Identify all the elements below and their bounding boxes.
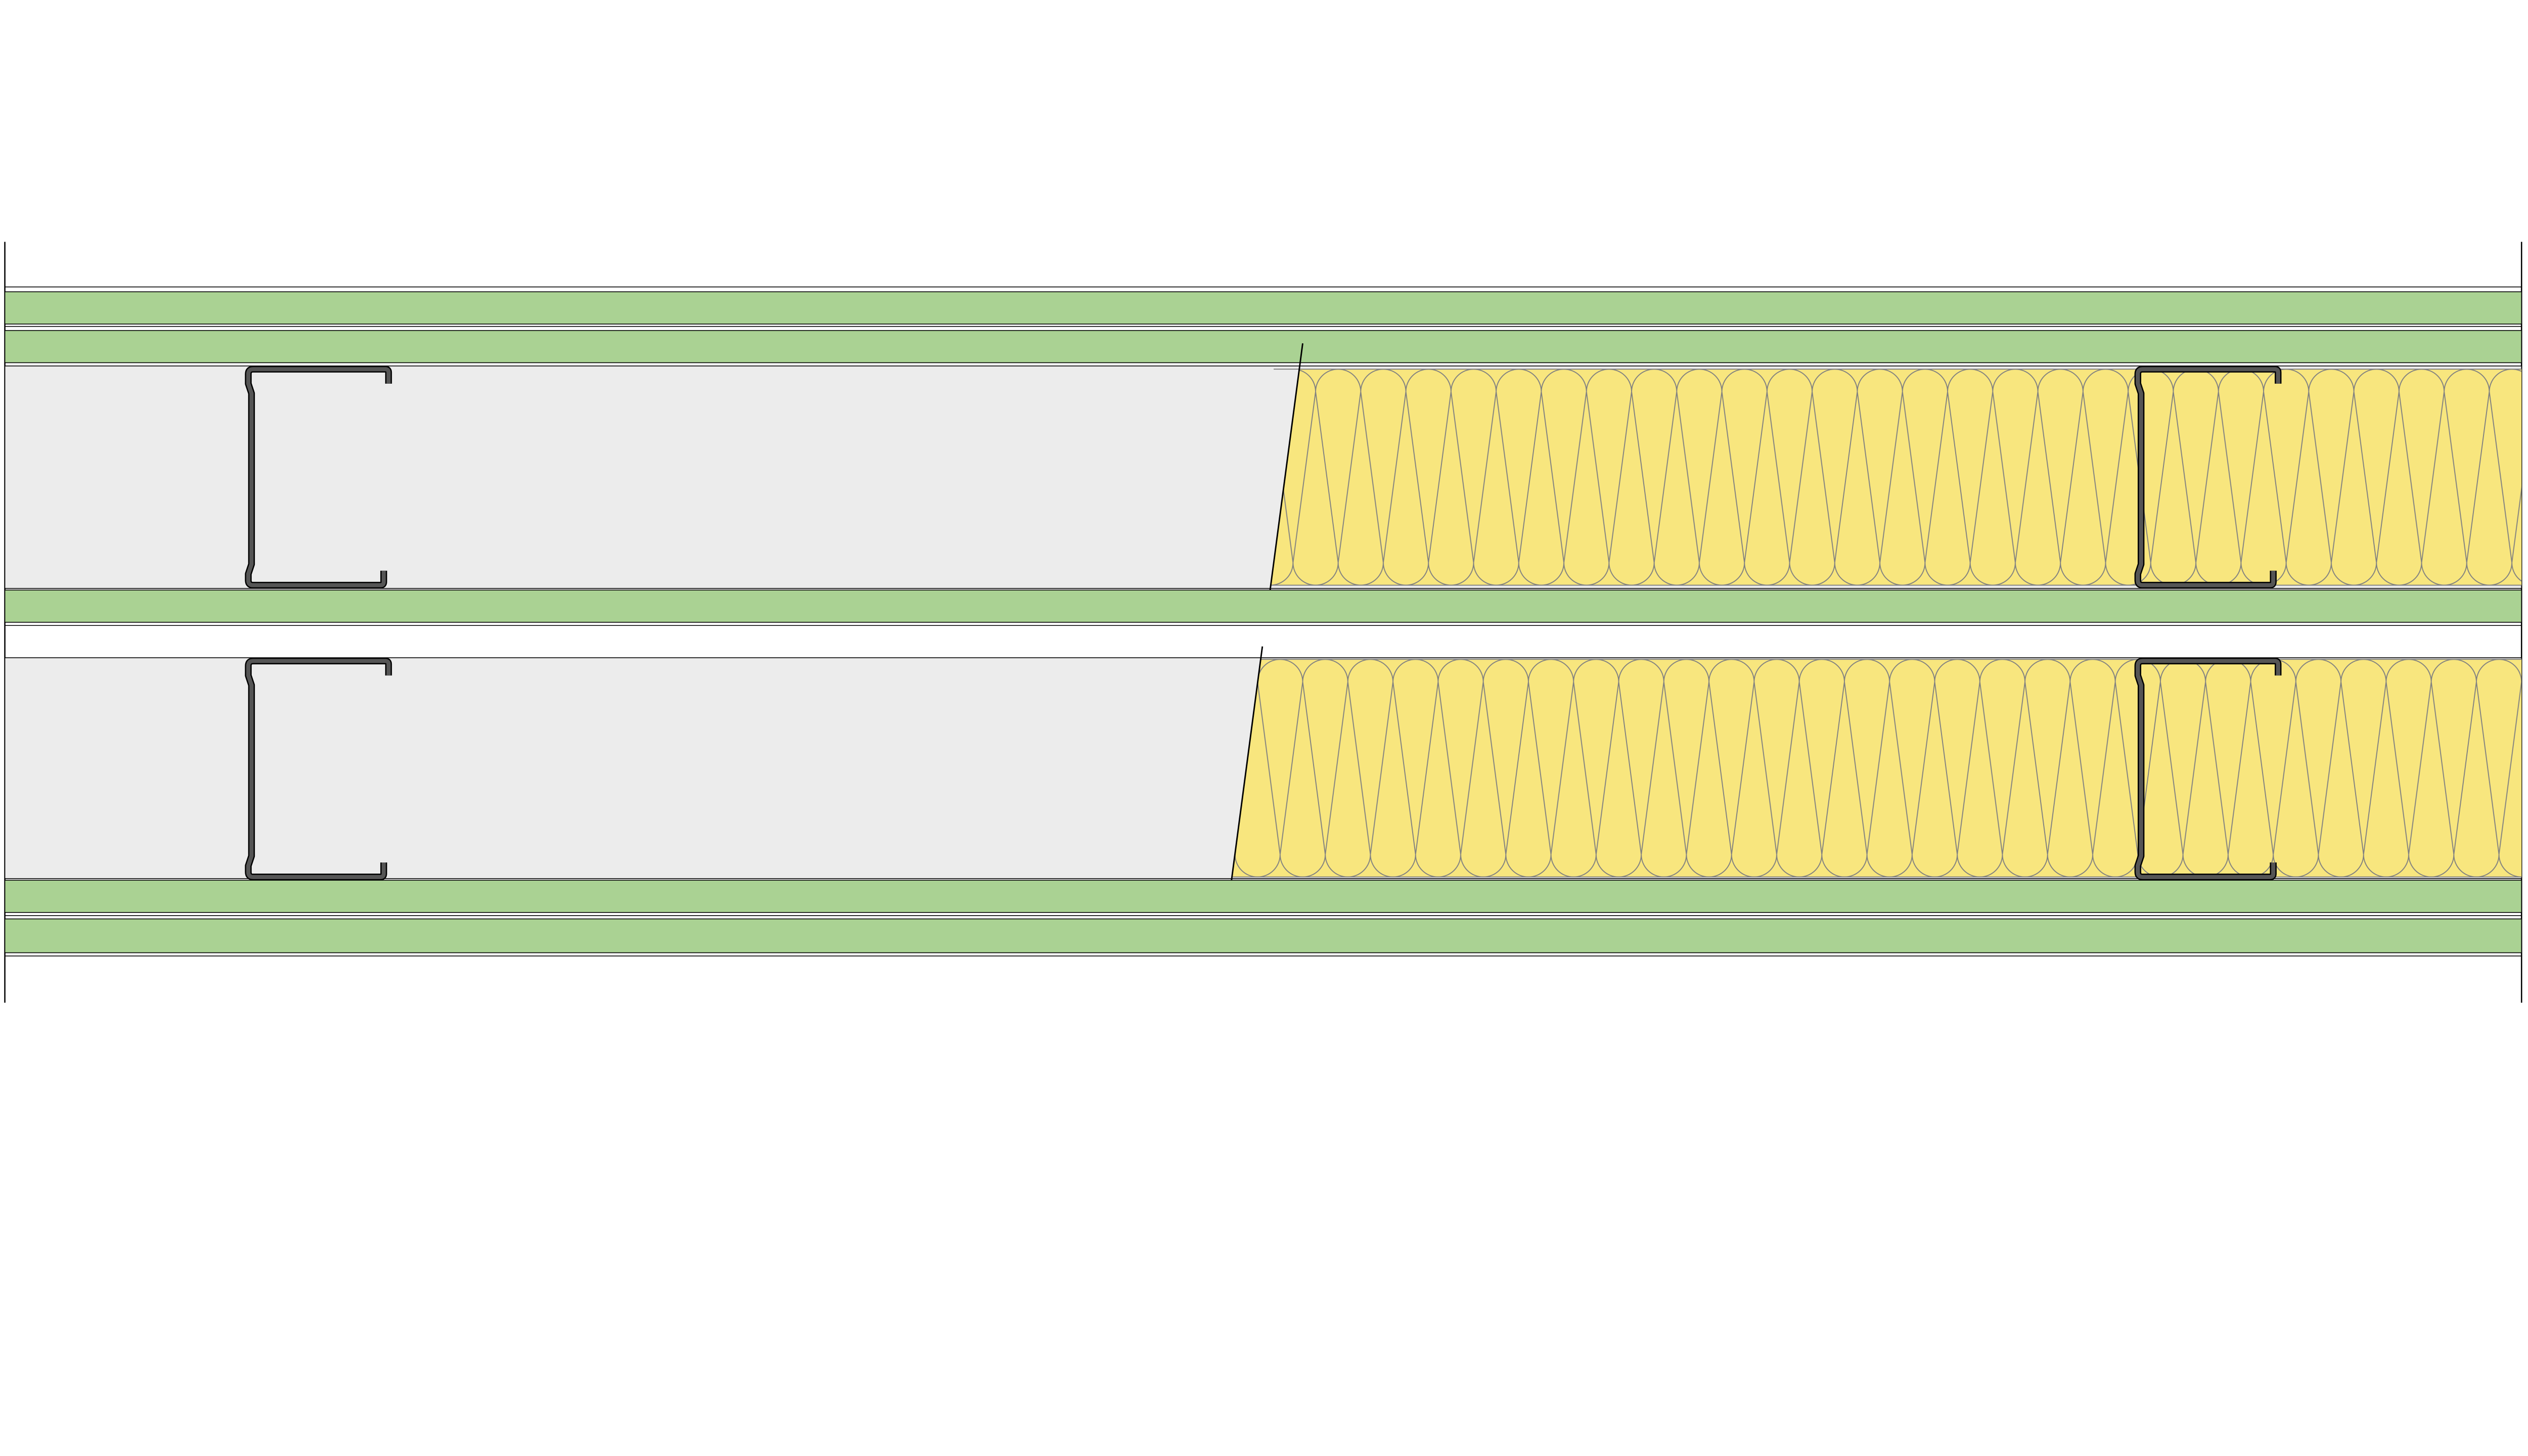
board-1 (4, 291, 2522, 325)
cavity-lower (4, 646, 2522, 903)
board-2 (4, 330, 2522, 363)
top-finish-layer (4, 286, 2522, 363)
cavity-upper (4, 343, 2522, 600)
break-line-lower (1228, 646, 1263, 903)
break-line-upper (1268, 343, 1303, 600)
board-4 (4, 880, 2522, 913)
board-5 (4, 918, 2522, 953)
wall-section-diagram (4, 242, 2522, 1003)
bottom-finish-layer (4, 880, 2522, 957)
board-3 (4, 589, 2522, 623)
